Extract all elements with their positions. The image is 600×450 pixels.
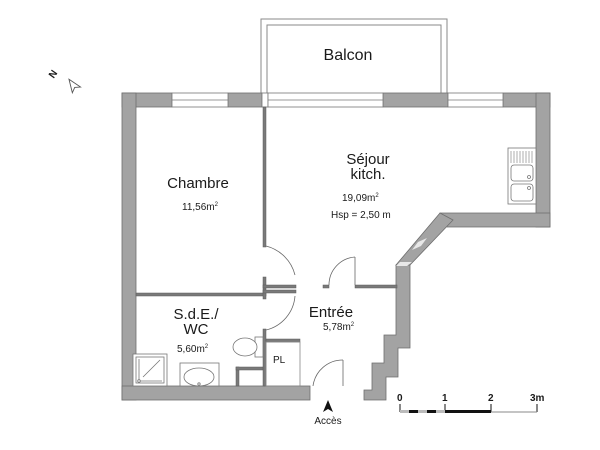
toilet-icon	[232, 336, 264, 358]
room-area-sde: 5,60m2	[177, 344, 208, 356]
closet-outline	[265, 341, 301, 387]
scale-tick-1: 1	[442, 393, 448, 404]
area-value: 11,56m	[182, 202, 215, 213]
scale-tick-3: 3m	[530, 393, 545, 404]
access-arrow-icon	[323, 400, 333, 412]
area-value: 5,60m	[177, 344, 205, 355]
ceiling-height-label: Hsp = 2,50 m	[331, 210, 391, 221]
area-value: 19,09m	[342, 193, 376, 204]
diagonal-window-2	[396, 262, 412, 266]
access-label: Accès	[314, 416, 342, 427]
scale-bar	[399, 404, 538, 413]
room-area-chambre: 11,56m2	[182, 202, 218, 214]
exterior-walls	[121, 92, 551, 401]
shower-icon	[132, 353, 168, 387]
scale-tick-0: 0	[397, 393, 403, 404]
room-label-sejour-line1: Séjour	[346, 151, 390, 168]
room-label-balcon: Balcon	[323, 47, 373, 64]
room-area-sejour: 19,09m2	[342, 193, 379, 205]
windows	[171, 92, 504, 108]
balcony-outline	[260, 18, 448, 94]
north-arrow-icon	[68, 78, 82, 95]
area-unit-sup: 2	[214, 202, 218, 208]
area-unit-sup: 2	[375, 193, 379, 199]
room-label-chambre: Chambre	[167, 175, 229, 192]
area-unit-sup: 2	[204, 344, 209, 350]
room-label-sejour-line2: kitch.	[350, 166, 386, 183]
diagonal-window	[412, 238, 427, 250]
area-unit-sup: 2	[350, 322, 355, 328]
room-label-entree: Entrée	[308, 304, 354, 321]
room-label-sde-line1: S.d.E./	[173, 306, 219, 323]
kitchen-sink-icon	[507, 147, 537, 205]
room-area-entree: 5,78m2	[323, 322, 354, 334]
washbasin-icon	[179, 362, 220, 387]
scale-tick-2: 2	[488, 393, 494, 404]
room-label-placard: PL	[273, 355, 286, 366]
interior-walls	[135, 106, 398, 387]
room-label-sde-line2: WC	[183, 321, 209, 338]
doors	[265, 245, 356, 387]
area-value: 5,78m	[323, 322, 351, 333]
